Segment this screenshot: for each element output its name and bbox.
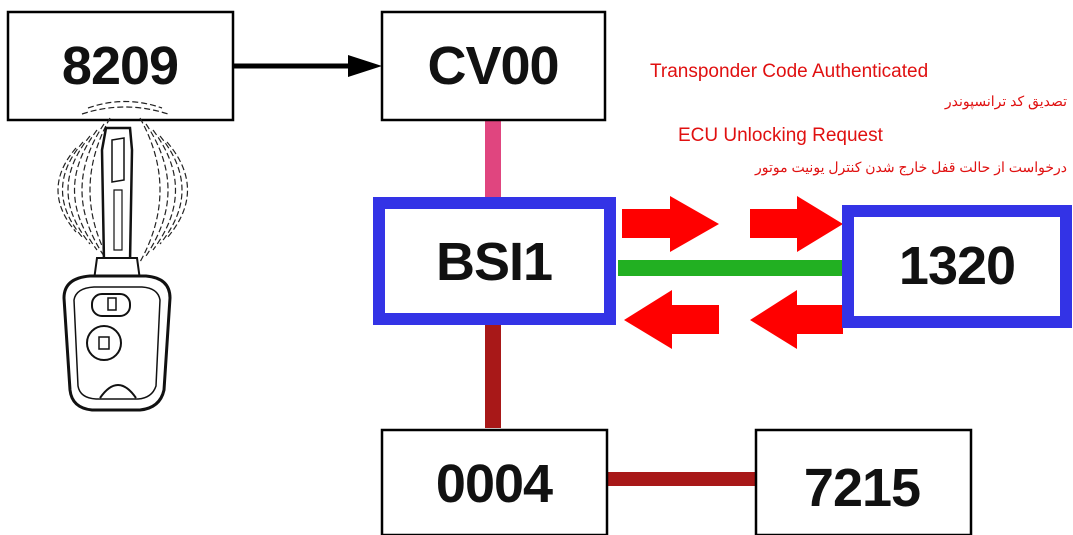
annotation-transponder-authenticated-fa: تصدیق کد ترانسپوندر — [944, 93, 1067, 109]
annotation-transponder-authenticated-en: Transponder Code Authenticated — [650, 61, 929, 82]
module-label-7215: 7215 — [804, 458, 920, 518]
module-label-1320: 1320 — [899, 236, 1015, 296]
radio-waves-icon — [57, 100, 188, 263]
annotation-ecu-unlocking-request-fa: درخواست از حالت قفل خارج شدن کنترل یونیت… — [754, 159, 1067, 175]
module-box-0004: 0004 — [380, 428, 609, 535]
module-box-bsi1: BSI1 — [373, 197, 616, 325]
signal-arrow-right-1 — [622, 196, 719, 252]
module-label-bsi1: BSI1 — [436, 232, 552, 292]
annotation-ecu-unlocking-request-en: ECU Unlocking Request — [678, 125, 883, 146]
arrow-8209-to-cv00 — [233, 55, 382, 77]
module-box-8209: 8209 — [6, 10, 235, 122]
module-label-8209: 8209 — [62, 36, 178, 96]
module-box-cv00: CV00 — [380, 10, 607, 122]
car-key-remote-icon — [62, 126, 172, 412]
signal-arrow-left-1 — [750, 290, 843, 349]
module-label-cv00: CV00 — [427, 36, 558, 96]
module-box-7215: 7215 — [754, 428, 973, 535]
signal-arrow-right-2 — [750, 196, 843, 252]
signal-arrow-left-2 — [624, 290, 719, 349]
module-label-0004: 0004 — [436, 454, 553, 514]
module-box-1320: 1320 — [842, 205, 1072, 328]
